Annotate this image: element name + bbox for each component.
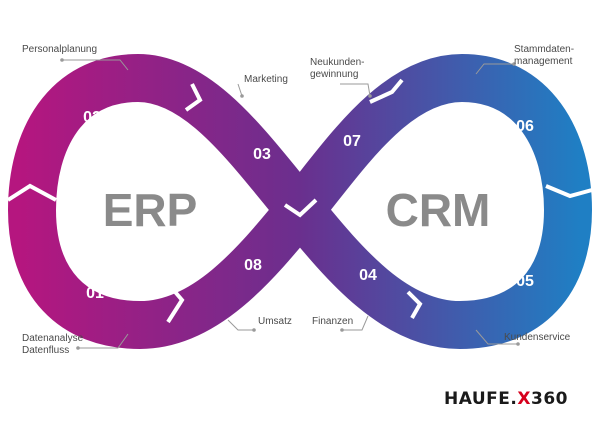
segment-separators xyxy=(6,78,593,324)
label-neukundengewinnung-line-1: Neukunden- xyxy=(310,57,364,68)
label-kundenservice: Kundenservice xyxy=(504,332,571,343)
callout-leaders xyxy=(60,58,520,350)
segment-number-02: 02 xyxy=(83,109,101,126)
segment-number-06: 06 xyxy=(516,118,534,135)
label-datenanalyse: Datenanalyse Datenfluss xyxy=(22,333,86,356)
label-finanzen: Finanzen xyxy=(312,316,353,327)
logo-x: X xyxy=(517,389,531,409)
logo-right: 360 xyxy=(531,389,568,409)
label-umsatz: Umsatz xyxy=(258,316,292,327)
logo-dot: . xyxy=(510,389,517,409)
infinity-band xyxy=(8,54,592,349)
label-personalplanung: Personalplanung xyxy=(22,44,97,55)
label-neukundengewinnung-line-2: gewinnung xyxy=(310,69,358,80)
segment-number-05: 05 xyxy=(516,273,534,290)
logo-left: HAUFE xyxy=(444,389,510,409)
label-stammdatenmanagement-line-2: management xyxy=(514,56,573,67)
erp-title: ERP xyxy=(103,184,198,236)
segment-number-07: 07 xyxy=(343,133,361,150)
segment-number-08: 08 xyxy=(244,257,262,274)
crm-title: CRM xyxy=(386,184,491,236)
label-stammdatenmanagement-line-1: Stammdaten- xyxy=(514,44,574,55)
label-stammdatenmanagement: Stammdaten- management xyxy=(514,44,577,67)
label-neukundengewinnung: Neukunden- gewinnung xyxy=(310,57,367,80)
label-datenanalyse-line-2: Datenfluss xyxy=(22,345,69,356)
logo-text: HAUFE.X360 xyxy=(444,389,568,409)
label-marketing: Marketing xyxy=(244,74,288,85)
haufe-x360-logo: HAUFE.X360 xyxy=(444,389,568,409)
segment-number-03: 03 xyxy=(253,146,271,163)
segment-number-04: 04 xyxy=(359,267,377,284)
label-datenanalyse-line-1: Datenanalyse xyxy=(22,333,84,344)
segment-number-01: 01 xyxy=(86,285,104,302)
